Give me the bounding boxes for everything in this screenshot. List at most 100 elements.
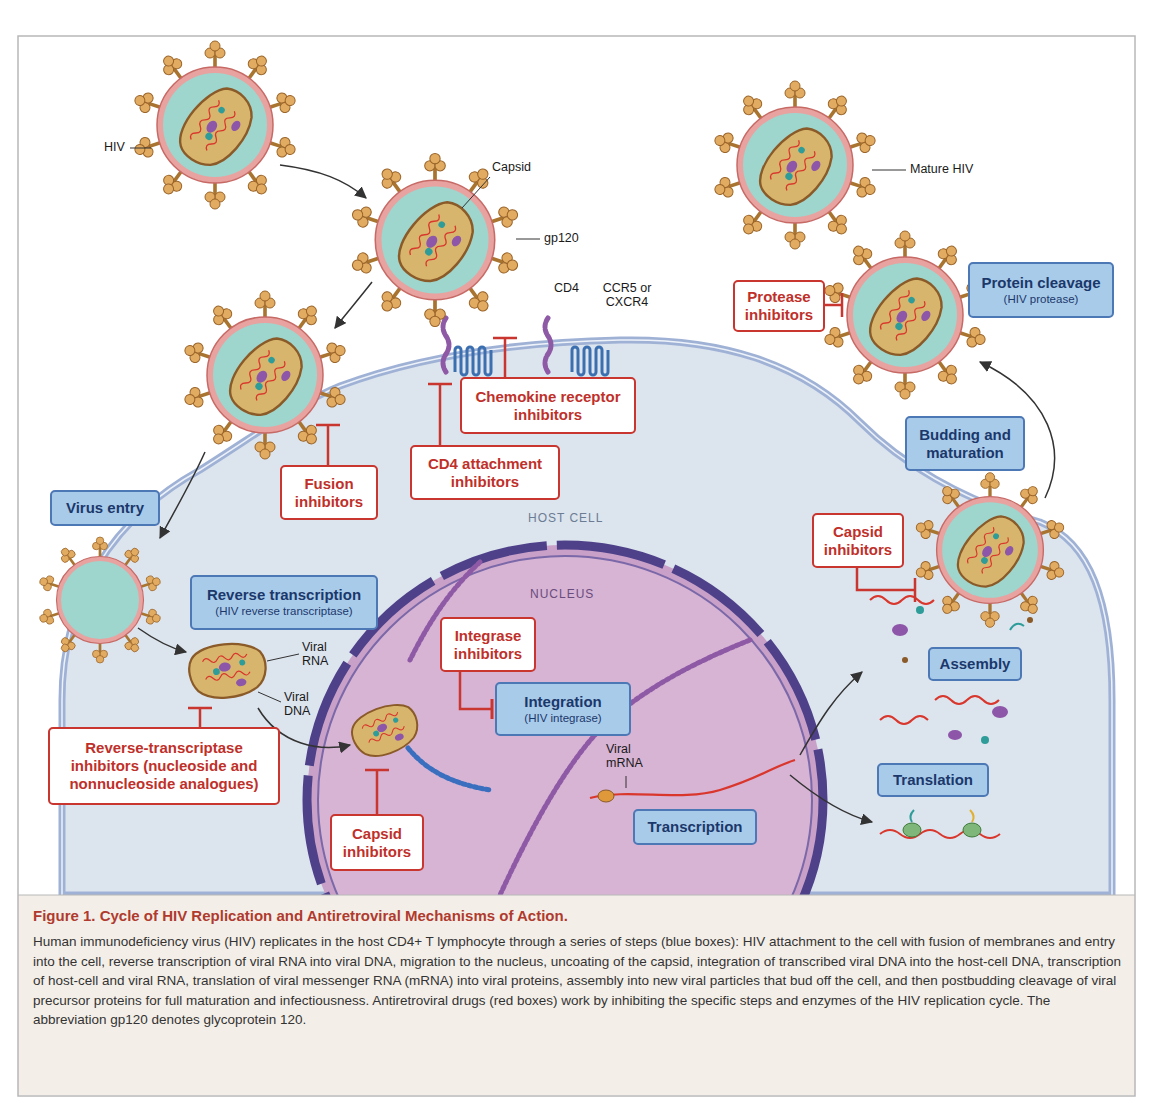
box-title: Reverse-transcriptase inhibitors (nucleo…: [56, 739, 272, 793]
assembly-parts: [1010, 624, 1024, 630]
step-box: Reverse transcription(HIV reverse transc…: [190, 575, 378, 630]
step-box: Translation: [877, 763, 989, 797]
translation-strand: [963, 823, 981, 837]
inhibitor-box: Fusion inhibitors: [280, 465, 378, 520]
box-title: Protein cleavage: [976, 274, 1106, 292]
entering-virion: [38, 537, 162, 663]
box-title: Chemokine receptor inhibitors: [468, 388, 628, 424]
edge-group: [460, 672, 492, 709]
assembly-parts: [948, 730, 962, 740]
box-title: Integration: [503, 693, 623, 711]
figure-caption: Human immunodeficiency virus (HIV) repli…: [33, 932, 1125, 1030]
inhibition-line: [188, 708, 212, 727]
host-cell: [62, 340, 1112, 895]
box-title: Reverse transcription: [198, 586, 370, 604]
inhibitor-box: Integrase inhibitors: [440, 617, 536, 672]
leader-line: [516, 239, 540, 240]
assembly-parts: [1027, 617, 1033, 623]
mature-virion: [712, 81, 878, 249]
leader-line: [872, 170, 906, 171]
inhibition-line: [493, 338, 517, 377]
cd4-receptor: [443, 318, 551, 372]
caption-panel: [18, 895, 1135, 1095]
inhibition-line: [857, 568, 915, 602]
box-title: Fusion inhibitors: [288, 475, 370, 511]
figure-frame: [18, 36, 1135, 1096]
box-subtitle: (HIV reverse transcriptase): [198, 604, 370, 618]
dna-strands: [500, 640, 750, 895]
inhibition-connector: [460, 672, 492, 709]
region-label: NUCLEUS: [530, 588, 594, 602]
part-label: Viral RNA: [302, 640, 340, 669]
hiv-virion: [132, 41, 298, 209]
cd4-receptor: [443, 318, 449, 372]
viral-mrna: [800, 672, 862, 755]
figure-title: Figure 1. Cycle of HIV Replication and A…: [33, 906, 1123, 926]
inhibitor-box: Reverse-transcriptase inhibitors (nucleo…: [48, 727, 280, 805]
translation-strand: [903, 823, 921, 837]
step-box: Assembly: [928, 647, 1022, 681]
box-title: Assembly: [936, 655, 1014, 673]
assembly-parts: [935, 696, 999, 704]
assembly-parts: [880, 716, 928, 724]
translation-strand: [880, 810, 1000, 838]
viral-mrna: [626, 776, 627, 788]
budding-virion: [914, 473, 1067, 628]
box-subtitle: (HIV protease): [976, 292, 1106, 306]
assembly-parts: [981, 736, 989, 744]
step-box: Budding and maturation: [905, 416, 1025, 471]
receptor-label: CD4: [554, 281, 579, 295]
box-title: Capsid inhibitors: [338, 825, 416, 861]
inhibition-line: [188, 293, 915, 814]
step-box: Protein cleavage(HIV protease): [968, 262, 1114, 318]
cycle-arrow: [138, 165, 1054, 747]
assembly-parts: [892, 624, 908, 636]
assembly-parts: [916, 606, 924, 614]
box-title: Protease inhibitors: [741, 288, 817, 324]
assembly-parts: [902, 657, 908, 663]
viral-mrna: [598, 790, 614, 802]
step-box: Transcription: [633, 809, 757, 845]
cycle-arrow: [138, 628, 186, 652]
box-title: Budding and maturation: [913, 426, 1017, 462]
cycle-arrow: [280, 165, 366, 198]
leader-line: [258, 692, 281, 702]
chemokine-receptor: [455, 347, 608, 375]
immature-virion: [822, 231, 988, 399]
viral-mrna: [790, 775, 872, 822]
inhibition-line: [428, 384, 452, 445]
nucleus: [318, 556, 812, 1044]
nuclear-capsid: [346, 695, 426, 765]
hiv-virion: [350, 153, 521, 326]
leader-line: [462, 177, 490, 208]
part-label: Viral DNA: [284, 690, 322, 719]
fusing-virion: [182, 291, 348, 459]
inhibitor-box: Protease inhibitors: [733, 280, 825, 332]
inhibitor-box: Capsid inhibitors: [330, 814, 424, 871]
box-subtitle: (HIV integrase): [503, 711, 623, 725]
box-title: Transcription: [641, 818, 749, 836]
leader-line: [267, 654, 299, 661]
region-label: HOST CELL: [528, 512, 603, 526]
host-cell: [62, 340, 1112, 895]
inhibition-line: [825, 293, 842, 317]
box-title: CD4 attachment inhibitors: [418, 455, 552, 491]
translation-strand: [910, 810, 914, 822]
box-title: Integrase inhibitors: [448, 627, 528, 663]
translation-strand: [880, 830, 1000, 838]
cycle-arrow: [160, 452, 205, 538]
inhibition-line: [365, 770, 389, 814]
inhibitor-box: Chemokine receptor inhibitors: [460, 377, 636, 434]
assembly-parts: [870, 596, 934, 604]
inhibition-line: [316, 425, 340, 465]
translation-strand: [970, 810, 974, 822]
step-box: Virus entry: [50, 490, 160, 526]
assembly-parts: [870, 596, 1033, 744]
leader-line: [130, 148, 151, 149]
virus-label: HIV: [104, 140, 125, 154]
part-label: gp120: [544, 231, 579, 245]
inhibitor-box: CD4 attachment inhibitors: [410, 445, 560, 500]
caption-rule: [18, 895, 1135, 896]
box-title: Translation: [885, 771, 981, 789]
